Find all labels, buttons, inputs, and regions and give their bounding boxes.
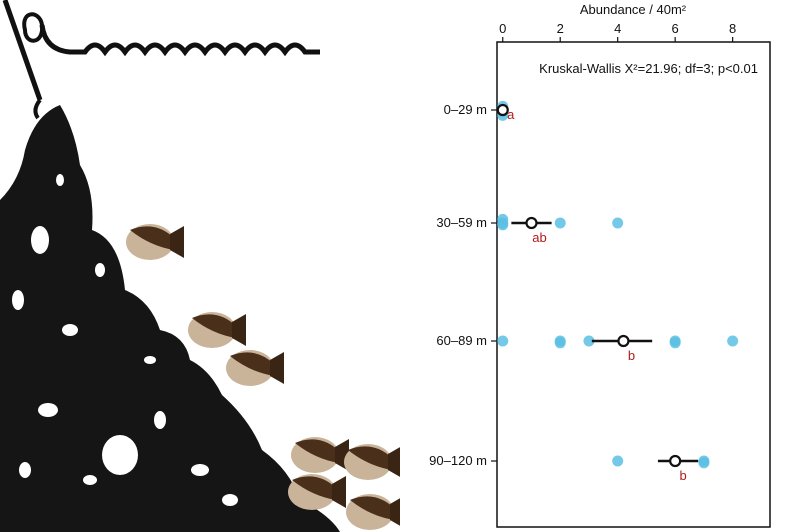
fishing-line-icon bbox=[2, 0, 43, 120]
plot-frame bbox=[496, 41, 771, 528]
kruskal-wallis-annotation: Kruskal-Wallis X²=21.96; df=3; p<0.01 bbox=[539, 61, 758, 76]
ocean-waves-icon bbox=[22, 12, 320, 57]
x-tick-label: 8 bbox=[729, 21, 736, 36]
data-point bbox=[583, 335, 595, 347]
y-tick-label: 30–59 m bbox=[436, 215, 487, 230]
y-tick-label: 90–120 m bbox=[429, 453, 487, 468]
data-point bbox=[497, 213, 509, 225]
data-point bbox=[497, 335, 509, 347]
group-letter: b bbox=[680, 468, 687, 483]
group-letter: a bbox=[507, 107, 515, 122]
group-letter: ab bbox=[532, 230, 546, 245]
y-tick-label: 0–29 m bbox=[444, 102, 487, 117]
data-point bbox=[698, 457, 710, 469]
x-tick-label: 2 bbox=[557, 21, 564, 36]
mean-marker bbox=[669, 454, 682, 468]
reef-silhouette bbox=[0, 105, 340, 532]
x-tick-label: 4 bbox=[614, 21, 621, 36]
mean-marker bbox=[496, 103, 509, 117]
data-point bbox=[669, 337, 681, 349]
data-point bbox=[554, 217, 566, 229]
reef-illustration bbox=[0, 0, 400, 532]
data-point bbox=[727, 335, 739, 347]
x-axis-label: Abundance / 40m² bbox=[580, 2, 687, 17]
x-tick-label: 6 bbox=[672, 21, 679, 36]
data-point bbox=[554, 337, 566, 349]
data-point bbox=[612, 455, 624, 467]
mean-marker bbox=[617, 334, 630, 348]
group-letter: b bbox=[628, 348, 635, 363]
x-tick-label: 0 bbox=[499, 21, 506, 36]
butterflyfish-icon bbox=[126, 224, 400, 530]
mean-marker bbox=[525, 216, 538, 230]
data-point bbox=[612, 217, 624, 229]
y-tick-label: 60–89 m bbox=[436, 333, 487, 348]
